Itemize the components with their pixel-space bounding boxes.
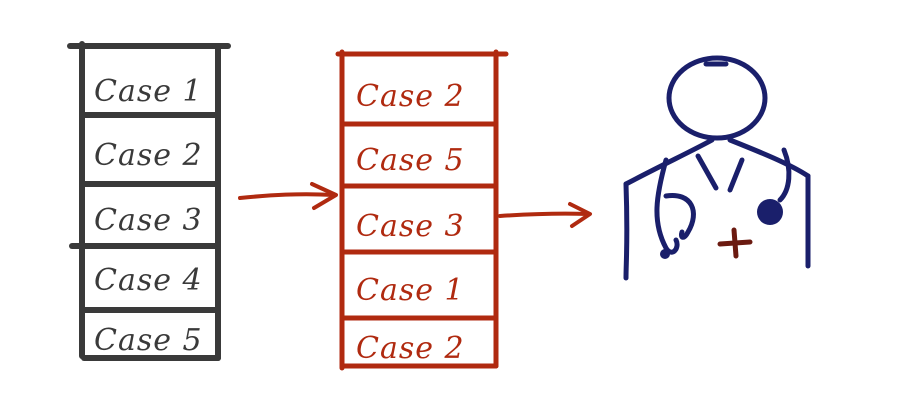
right-case-item: Case 5 xyxy=(356,143,465,178)
right-case-labels: Case 2 Case 5 Case 3 Case 1 Case 2 xyxy=(356,79,465,366)
doctor-icon xyxy=(623,55,811,281)
arrow-head xyxy=(568,202,592,228)
stethoscope-right-tube xyxy=(777,147,792,203)
left-case-labels: Case 1 Case 2 Case 3 Case 4 Case 5 xyxy=(94,74,203,358)
left-case-item: Case 3 xyxy=(94,203,203,238)
left-case-item: Case 4 xyxy=(94,263,203,298)
stethoscope-earpiece xyxy=(663,193,696,240)
right-case-item: Case 2 xyxy=(356,331,465,366)
right-case-item: Case 3 xyxy=(356,209,465,244)
doctor-right-shoulder xyxy=(727,137,811,179)
stethoscope-tip xyxy=(660,249,670,259)
arrow-shaft xyxy=(238,192,336,200)
left-case-stack xyxy=(67,41,231,361)
stethoscope-chestpiece xyxy=(757,199,783,225)
left-case-item: Case 1 xyxy=(94,74,203,109)
arrow-to-doctor xyxy=(498,202,592,228)
doctor-head xyxy=(666,55,768,141)
right-case-item: Case 1 xyxy=(356,273,465,308)
doctor-collar-right xyxy=(727,157,745,193)
left-case-item: Case 5 xyxy=(94,323,203,358)
arrow-to-triage xyxy=(238,182,338,210)
doctor-collar-left xyxy=(695,153,719,191)
stethoscope-left-tube xyxy=(654,157,680,255)
right-case-stack xyxy=(335,49,509,371)
cross-horizontal xyxy=(717,239,753,247)
left-case-item: Case 2 xyxy=(94,138,203,173)
arrow-shaft xyxy=(498,211,590,218)
right-case-item: Case 2 xyxy=(356,79,465,114)
medical-cross-icon xyxy=(717,227,753,259)
doctor-left-shoulder xyxy=(623,137,715,187)
arrow-head xyxy=(310,182,338,210)
doctor-left-side xyxy=(623,181,630,281)
